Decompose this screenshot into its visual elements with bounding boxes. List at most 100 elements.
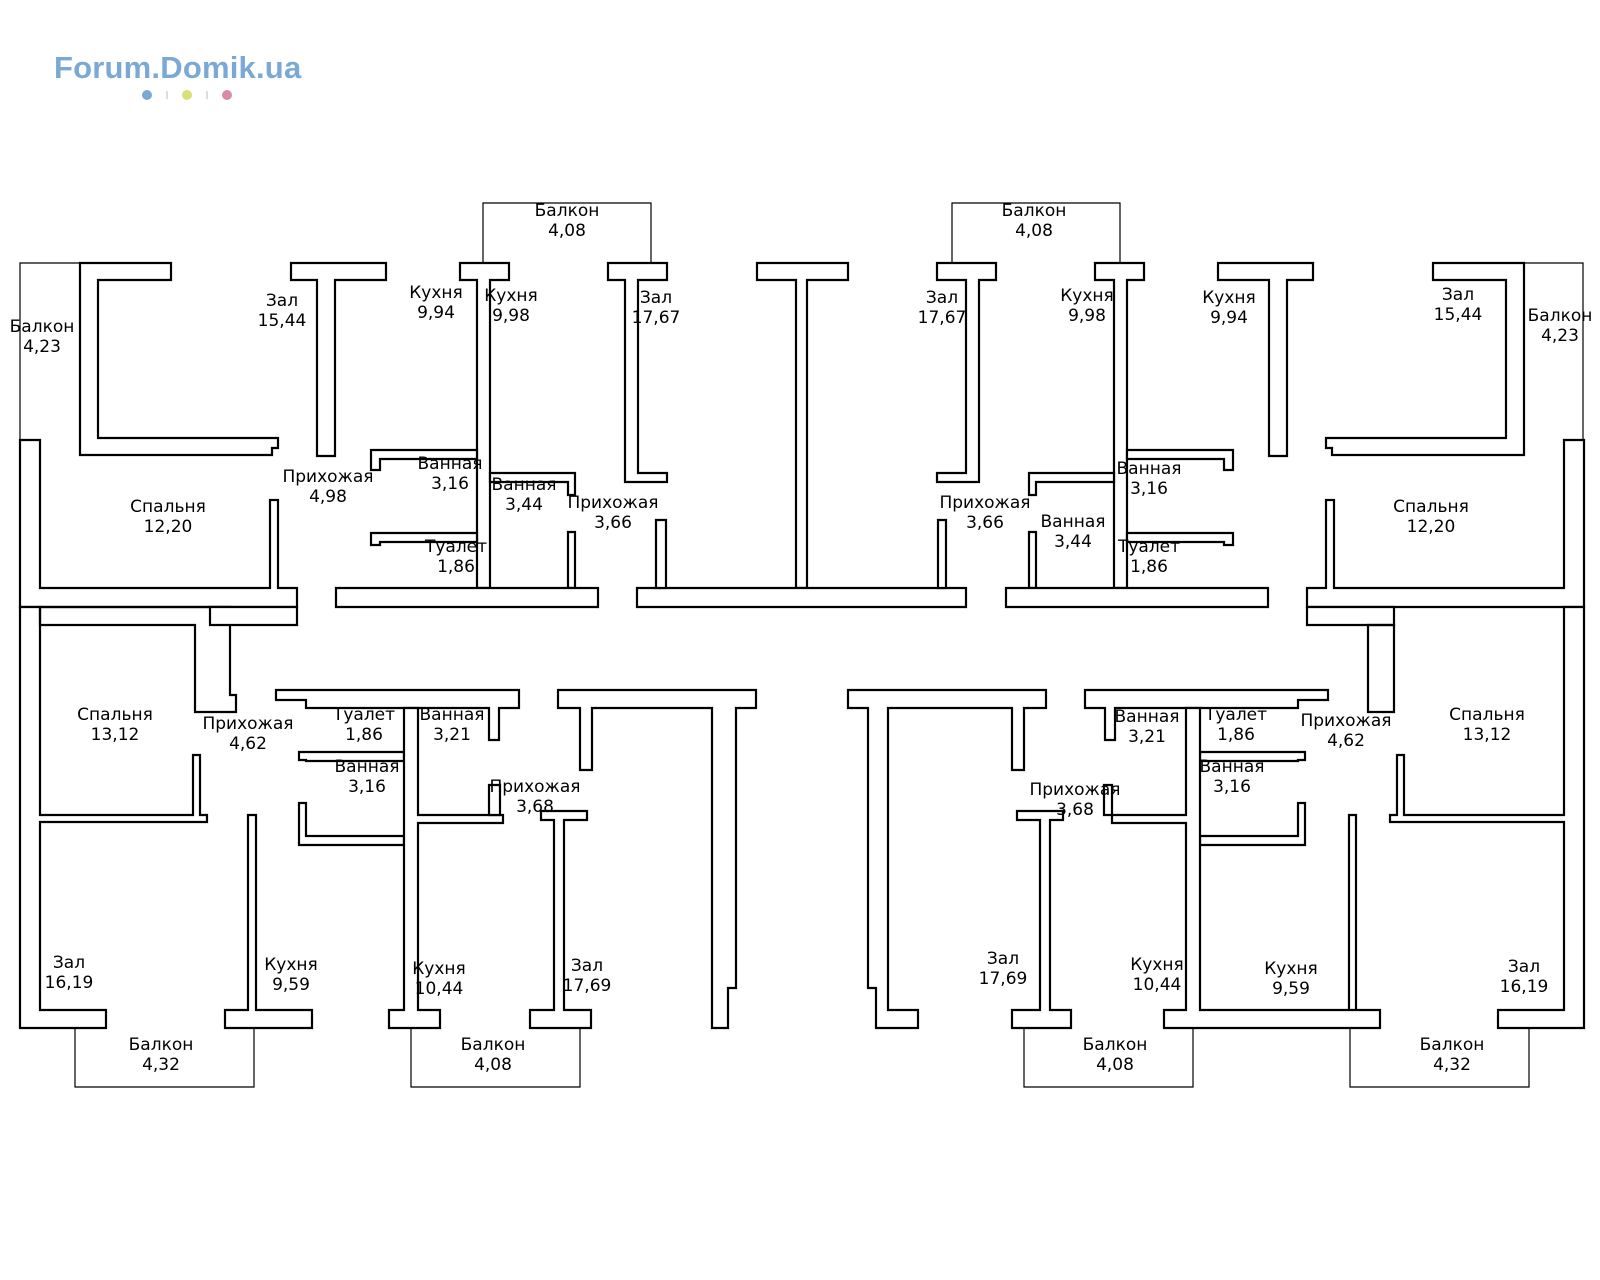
room-name: Кухня [1202, 288, 1256, 308]
site-logo: Forum.Domik.ua [54, 50, 301, 100]
room-name: Зал [1508, 957, 1540, 977]
room-area: 4,32 [1433, 1055, 1471, 1075]
balconies [19, 202, 1584, 1088]
wall [606, 261, 669, 484]
room-name: Зал [987, 949, 1019, 969]
room-name: Ванная [420, 705, 485, 725]
room-name: Спальня [1449, 705, 1525, 725]
room-area: 4,08 [548, 221, 586, 241]
balcony-outline [482, 202, 652, 263]
wall [274, 688, 521, 742]
room-name: Зал [53, 953, 85, 973]
wall [387, 706, 505, 1030]
room-area: 4,62 [1327, 731, 1365, 751]
room-name: Кухня [484, 286, 538, 306]
room-name: Кухня [1264, 959, 1318, 979]
room-name: Кухня [264, 955, 318, 975]
room-area: 9,94 [1210, 308, 1248, 328]
room-area: 3,16 [1130, 479, 1168, 499]
wall [1366, 623, 1396, 714]
room-name: Зал [926, 288, 958, 308]
room-area: 1,86 [437, 557, 475, 577]
wall [635, 586, 968, 609]
room-name: Ванная [1200, 757, 1265, 777]
room-area: 3,68 [516, 797, 554, 817]
room-name: Прихожая [1029, 780, 1120, 800]
room-area: 4,08 [474, 1055, 512, 1075]
balcony-outline [1524, 262, 1584, 440]
wall [78, 261, 280, 457]
room-labels: Балкон4,08Балкон4,08Зал15,44Балкон4,23Ку… [10, 201, 1593, 1075]
wall [846, 688, 1048, 1030]
room-name: Прихожая [489, 777, 580, 797]
wall [369, 531, 479, 547]
room-area: 12,20 [1407, 517, 1456, 537]
wall [1010, 809, 1073, 1030]
room-name: Кухня [1130, 955, 1184, 975]
wall [297, 801, 406, 847]
room-name: Балкон [129, 1035, 194, 1055]
room-name: Прихожая [1300, 711, 1391, 731]
room-area: 4,62 [229, 734, 267, 754]
wall [1125, 531, 1235, 547]
room-name: Прихожая [282, 467, 373, 487]
room-area: 15,44 [258, 311, 307, 331]
room-name: Зал [571, 956, 603, 976]
balcony-outline [951, 202, 1121, 263]
room-name: Ванная [1041, 512, 1106, 532]
room-name: Ванная [418, 454, 483, 474]
wall [1305, 605, 1396, 627]
wall [334, 586, 600, 609]
room-area: 4,08 [1096, 1055, 1134, 1075]
wall [223, 813, 314, 1030]
room-area: 3,44 [1054, 532, 1092, 552]
wall [1125, 448, 1235, 472]
wall [488, 471, 577, 497]
room-area: 13,12 [91, 725, 140, 745]
room-area: 4,32 [142, 1055, 180, 1075]
balcony-outline [1023, 1028, 1194, 1088]
room-name: Спальня [130, 497, 206, 517]
wall [1110, 706, 1382, 1030]
room-area: 9,59 [1272, 979, 1310, 999]
room-name: Зал [640, 288, 672, 308]
room-area: 1,86 [345, 725, 383, 745]
wall [1004, 586, 1270, 609]
room-name: Зал [1442, 285, 1474, 305]
wall [18, 605, 209, 1030]
balcony-outline [1349, 1028, 1530, 1088]
wall [935, 261, 998, 484]
room-name: Прихожая [939, 493, 1030, 513]
room-area: 17,69 [979, 969, 1028, 989]
room-area: 1,86 [1217, 725, 1255, 745]
wall [289, 261, 388, 458]
room-area: 3,16 [348, 777, 386, 797]
logo-dot-yellow [182, 90, 192, 100]
wall [528, 809, 593, 1030]
room-area: 16,19 [45, 973, 94, 993]
room-name: Ванная [335, 757, 400, 777]
room-area: 15,44 [1434, 305, 1483, 325]
room-name: Спальня [1393, 497, 1469, 517]
